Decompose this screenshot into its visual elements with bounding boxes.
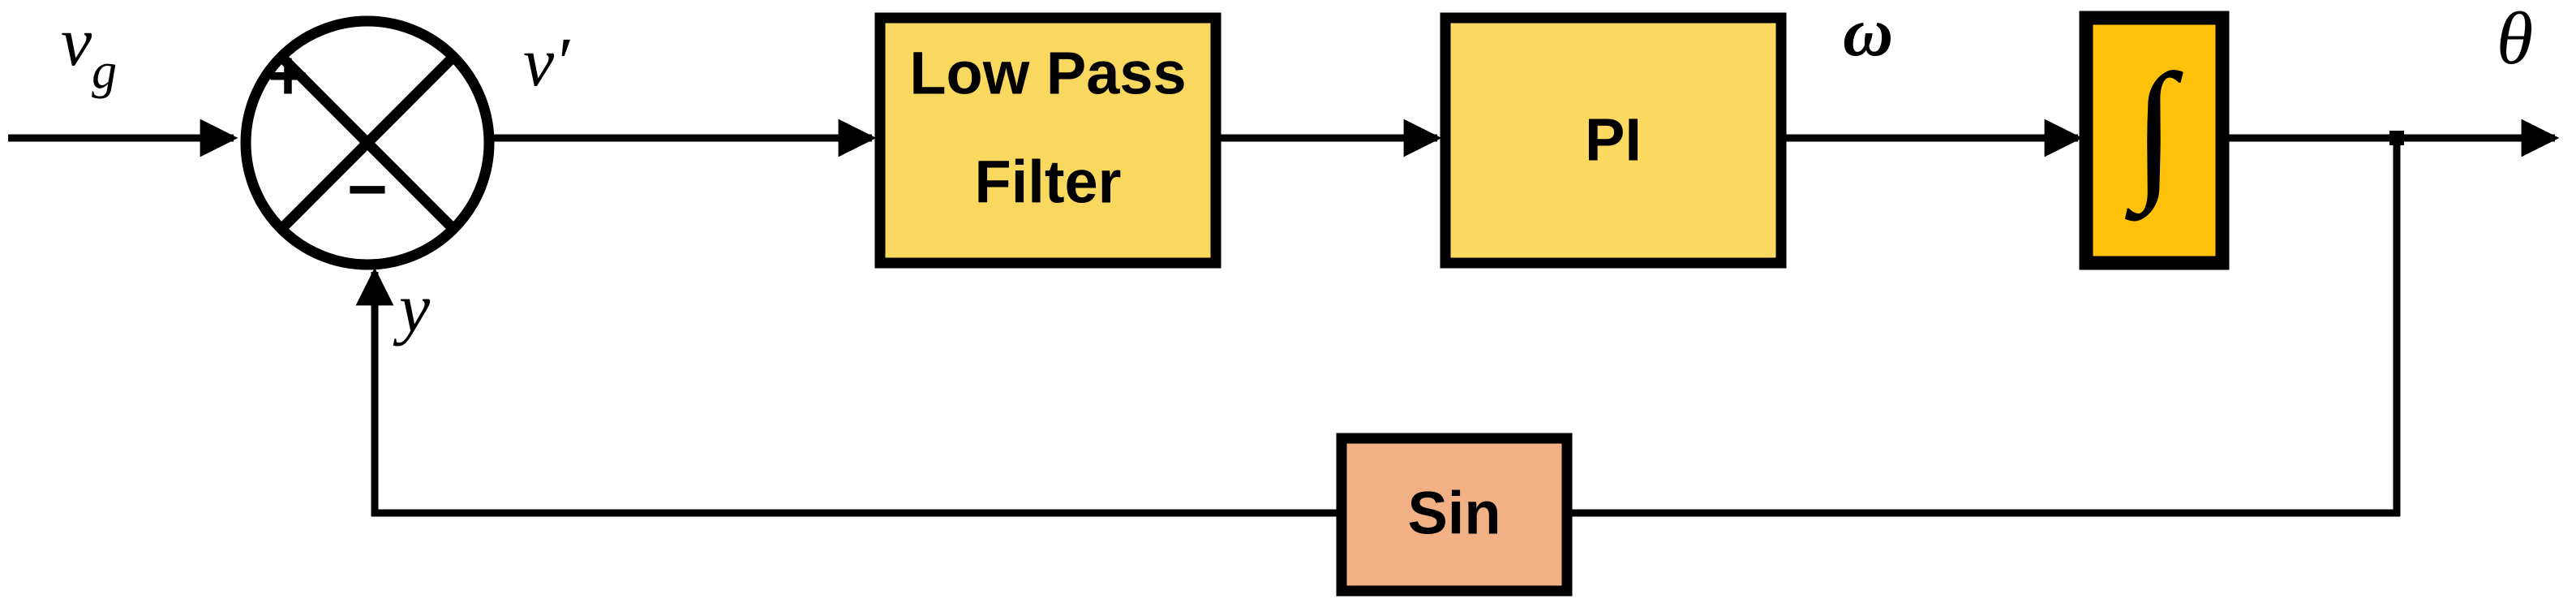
signal-labels: vg v′ ω θ y (61, 0, 2533, 347)
low-pass-filter-label-line2: Filter (975, 149, 1122, 216)
label-error-signal-v-prime: v′ (523, 23, 570, 101)
pi-controller-rect (1440, 12, 1787, 269)
label-vg-base: v (61, 2, 92, 80)
sine-block-rect (1336, 433, 1573, 597)
label-vg-subscript: g (92, 44, 117, 99)
sine-block-label: Sin (1407, 480, 1501, 547)
summing-junction[interactable]: + − (240, 15, 495, 270)
label-v-prime-mark: ′ (554, 23, 570, 101)
integral-icon: ∫ (2124, 44, 2183, 222)
label-omega: ω (1843, 0, 1893, 71)
label-feedback-signal-y: y (393, 269, 431, 347)
summing-junction-minus-sign: − (347, 151, 388, 229)
block-integrator[interactable]: ∫ (2079, 11, 2230, 270)
integrator-rect (2079, 11, 2230, 270)
label-theta: θ (2497, 0, 2533, 80)
block-sine[interactable]: Sin (1336, 433, 1573, 597)
output-branch-node (2389, 131, 2404, 145)
low-pass-filter-rect (874, 12, 1221, 269)
label-input-signal-vg: vg (61, 2, 117, 99)
block-low-pass-filter[interactable]: Low Pass Filter (874, 12, 1221, 269)
pi-controller-label: PI (1585, 106, 1642, 174)
block-pi-controller[interactable]: PI (1440, 12, 1787, 269)
summing-junction-cross-2 (277, 53, 457, 233)
low-pass-filter-label-line1: Low Pass (909, 40, 1186, 107)
summing-junction-plus-sign: + (268, 37, 308, 115)
label-v-base: v (523, 23, 555, 101)
